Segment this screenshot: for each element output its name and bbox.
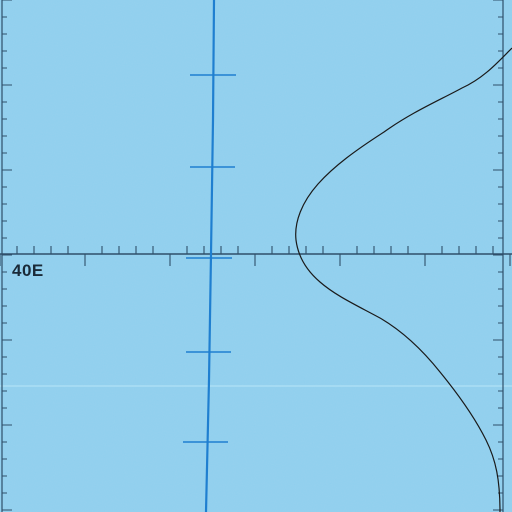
coastline-contour xyxy=(295,47,512,512)
meridian-line xyxy=(204,0,216,512)
meridian-label: 40E xyxy=(12,261,44,280)
parallel-scale-ticks xyxy=(0,246,511,266)
left-border-ticks xyxy=(2,0,12,511)
right-border-ticks xyxy=(493,0,503,511)
